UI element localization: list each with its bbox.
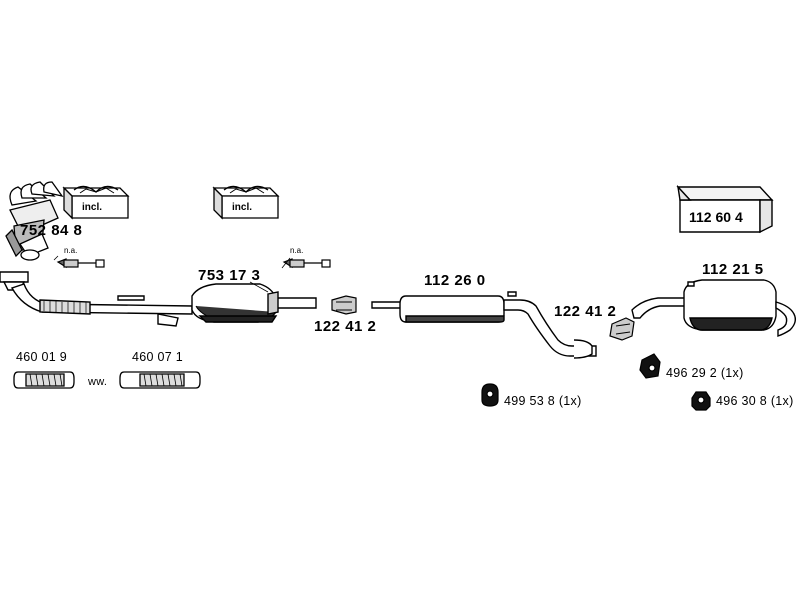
na-label-1: n.a.: [64, 246, 78, 255]
incl-box-2-icon: [212, 185, 280, 220]
hanger-a-icon: [481, 383, 499, 407]
rear-silencer-part-number: 112 21 5: [702, 261, 764, 278]
na-label-2: n.a.: [290, 246, 304, 255]
oxygen-sensor-2-icon: [282, 258, 331, 269]
flex-pipe-a-part-number: 460 01 9: [16, 350, 68, 364]
catalyst-part-number: 753 17 3: [198, 267, 261, 284]
flex-pipe-b-icon: [119, 371, 201, 389]
manifold-part-number: 752 84 8: [20, 222, 83, 239]
oxygen-sensor-1-icon: [56, 258, 105, 269]
clamp-left-icon: [331, 295, 357, 315]
middle-silencer-drawing: [371, 291, 597, 359]
clamp-left-part-number: 122 41 2: [314, 318, 377, 335]
leader-lines: [249, 257, 291, 293]
incl-label-2: incl.: [232, 202, 253, 213]
kit-box-icon: [676, 184, 774, 234]
hanger-b-icon: [639, 353, 661, 379]
incl-label-1: incl.: [82, 202, 103, 213]
rear-silencer-drawing: [631, 279, 797, 337]
flex-pipe-a-icon: [13, 371, 75, 389]
hanger-b-part-number: 496 29 2 (1x): [666, 366, 744, 380]
hanger-c-part-number: 496 30 8 (1x): [716, 394, 794, 408]
ww-label: ww.: [88, 376, 108, 388]
kit-box-part-number: 112 60 4: [689, 209, 743, 225]
incl-box-1-icon: [62, 185, 130, 220]
hanger-a-part-number: 499 53 8 (1x): [504, 394, 582, 408]
front-pipe-catalyst-drawing: [0, 271, 317, 327]
manifold-drawing: [5, 181, 64, 261]
clamp-right-part-number: 122 41 2: [554, 303, 617, 320]
middle-silencer-part-number: 112 26 0: [424, 272, 486, 289]
clamp-right-icon: [609, 317, 635, 341]
hanger-c-icon: [691, 391, 711, 411]
flex-pipe-b-part-number: 460 07 1: [132, 350, 184, 364]
